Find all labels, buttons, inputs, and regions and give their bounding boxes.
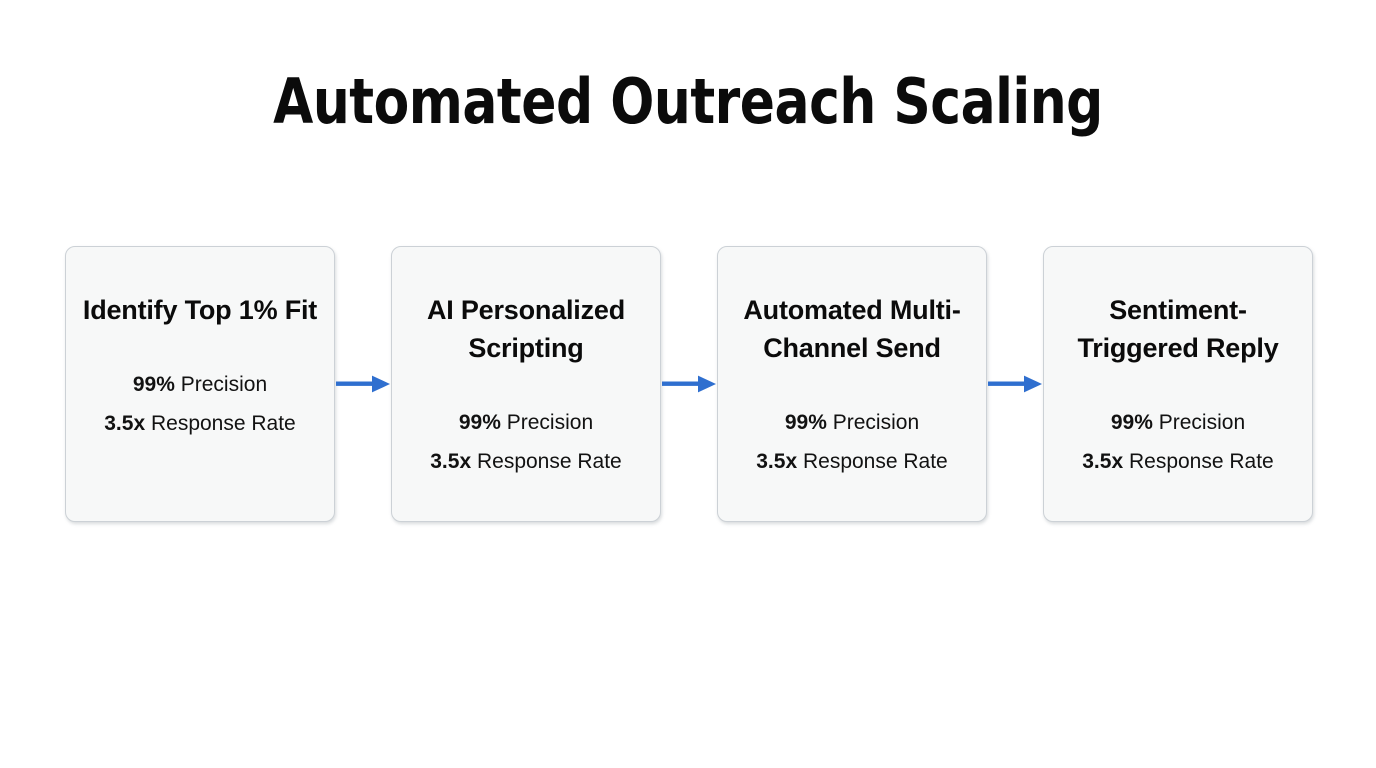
- arrow-right-icon: [987, 246, 1043, 522]
- step-card-metrics: 99% Precision 3.5x Response Rate: [1056, 403, 1300, 481]
- step-card-title: Automated Multi-Channel Send: [743, 295, 961, 363]
- metric-label: Precision: [1158, 411, 1246, 434]
- metric-row: 99% Precision: [404, 403, 648, 442]
- step-card-metrics: 99% Precision 3.5x Response Rate: [730, 403, 974, 481]
- metric-value: 3.5x: [430, 450, 472, 473]
- metric-row: 99% Precision: [730, 403, 974, 442]
- metric-row: 99% Precision: [78, 365, 322, 404]
- metric-value: 99%: [784, 411, 827, 434]
- metric-value: 99%: [458, 411, 501, 434]
- metric-row: 3.5x Response Rate: [1056, 442, 1300, 481]
- metric-label: Precision: [832, 411, 920, 434]
- metric-value: 3.5x: [104, 412, 146, 435]
- metric-label: Response Rate: [802, 450, 948, 473]
- step-card-metrics: 99% Precision 3.5x Response Rate: [404, 403, 648, 481]
- step-card-3[interactable]: Automated Multi-Channel Send 99% Precisi…: [717, 246, 987, 522]
- process-flow: Identify Top 1% Fit 99% Precision 3.5x R…: [65, 246, 1313, 524]
- metric-label: Response Rate: [1128, 450, 1274, 473]
- step-card-4[interactable]: Sentiment-Triggered Reply 99% Precision …: [1043, 246, 1313, 522]
- metric-label: Response Rate: [476, 450, 622, 473]
- step-card-1[interactable]: Identify Top 1% Fit 99% Precision 3.5x R…: [65, 246, 335, 522]
- metric-value: 3.5x: [756, 450, 798, 473]
- step-card-title: Identify Top 1% Fit: [82, 295, 318, 325]
- metric-value: 99%: [132, 373, 175, 396]
- step-card-2[interactable]: AI Personalized Scripting 99% Precision …: [391, 246, 661, 522]
- metric-row: 3.5x Response Rate: [78, 404, 322, 443]
- arrow-right-icon: [661, 246, 717, 522]
- step-card-title: Sentiment-Triggered Reply: [1077, 295, 1279, 363]
- metric-row: 99% Precision: [1056, 403, 1300, 442]
- step-card-title: AI Personalized Scripting: [426, 295, 626, 363]
- metric-row: 3.5x Response Rate: [730, 442, 974, 481]
- metric-label: Precision: [180, 373, 268, 396]
- metric-label: Precision: [506, 411, 594, 434]
- arrow-right-icon: [335, 246, 391, 522]
- metric-value: 99%: [1110, 411, 1153, 434]
- page-title: Automated Outreach Scaling: [273, 65, 1103, 138]
- metric-value: 3.5x: [1082, 450, 1124, 473]
- metric-label: Response Rate: [150, 412, 296, 435]
- step-card-metrics: 99% Precision 3.5x Response Rate: [78, 365, 322, 443]
- metric-row: 3.5x Response Rate: [404, 442, 648, 481]
